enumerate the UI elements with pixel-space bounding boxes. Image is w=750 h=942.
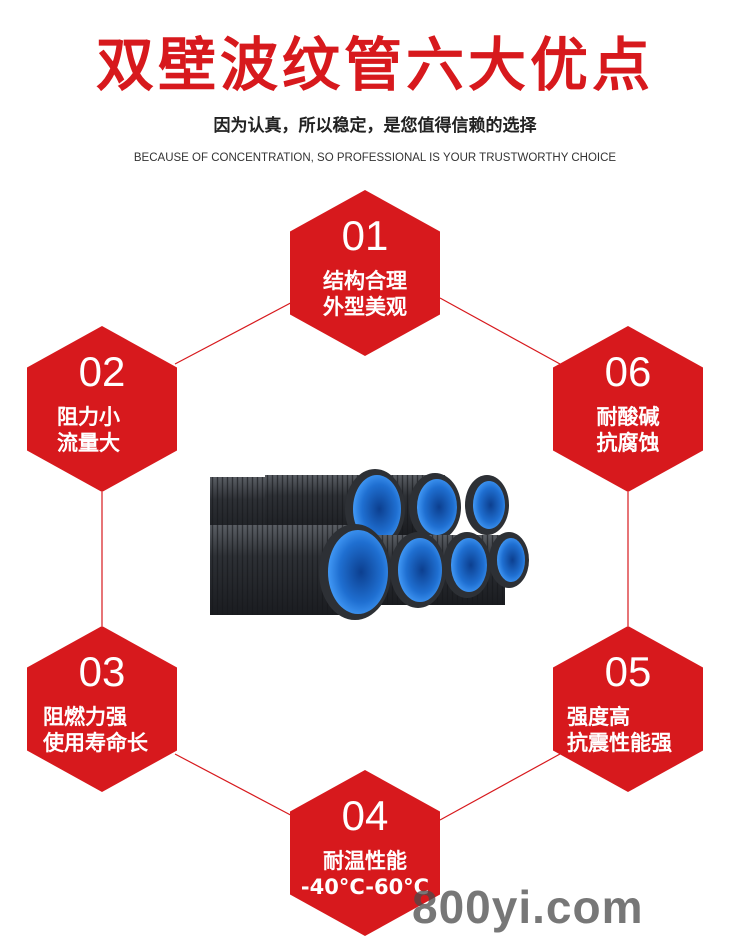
advantage-line1: 阻燃力强: [43, 705, 127, 729]
advantage-hex-05: 05 强度高 抗震性能强: [553, 626, 703, 792]
advantage-number: 04: [341, 792, 389, 839]
corrugated-pipes-image: [210, 469, 529, 620]
advantage-line2: 使用寿命长: [43, 731, 148, 755]
advantage-hex-03: 03 阻燃力强 使用寿命长: [27, 626, 177, 792]
advantage-line2: -40°C-60°C: [300, 875, 430, 899]
advantage-line2: 外型美观: [323, 295, 407, 319]
page-subtitle-english: BECAUSE OF CONCENTRATION, SO PROFESSIONA…: [133, 152, 617, 164]
advantage-number: 02: [78, 348, 126, 395]
advantage-line2: 抗腐蚀: [596, 431, 660, 455]
advantage-line2: 抗震性能强: [567, 731, 672, 755]
advantage-line1: 强度高: [567, 705, 630, 729]
page-title: 双壁波纹管六大优点: [95, 31, 654, 99]
watermark: 800yi.com: [412, 881, 644, 933]
advantage-number: 06: [604, 348, 652, 395]
advantage-hex-04: 04 耐温性能 -40°C-60°C: [290, 770, 440, 936]
advantage-line1: 耐酸碱: [596, 405, 660, 429]
page-subtitle: 因为认真，所以稳定，是您值得信赖的选择: [213, 116, 537, 136]
advantage-number: 01: [341, 212, 389, 259]
advantage-line1: 阻力小: [57, 405, 120, 429]
advantage-line2: 流量大: [57, 431, 120, 455]
advantage-line1: 耐温性能: [323, 849, 407, 873]
advantage-number: 05: [604, 648, 652, 695]
advantage-line1: 结构合理: [323, 269, 407, 293]
advantage-number: 03: [78, 648, 126, 695]
